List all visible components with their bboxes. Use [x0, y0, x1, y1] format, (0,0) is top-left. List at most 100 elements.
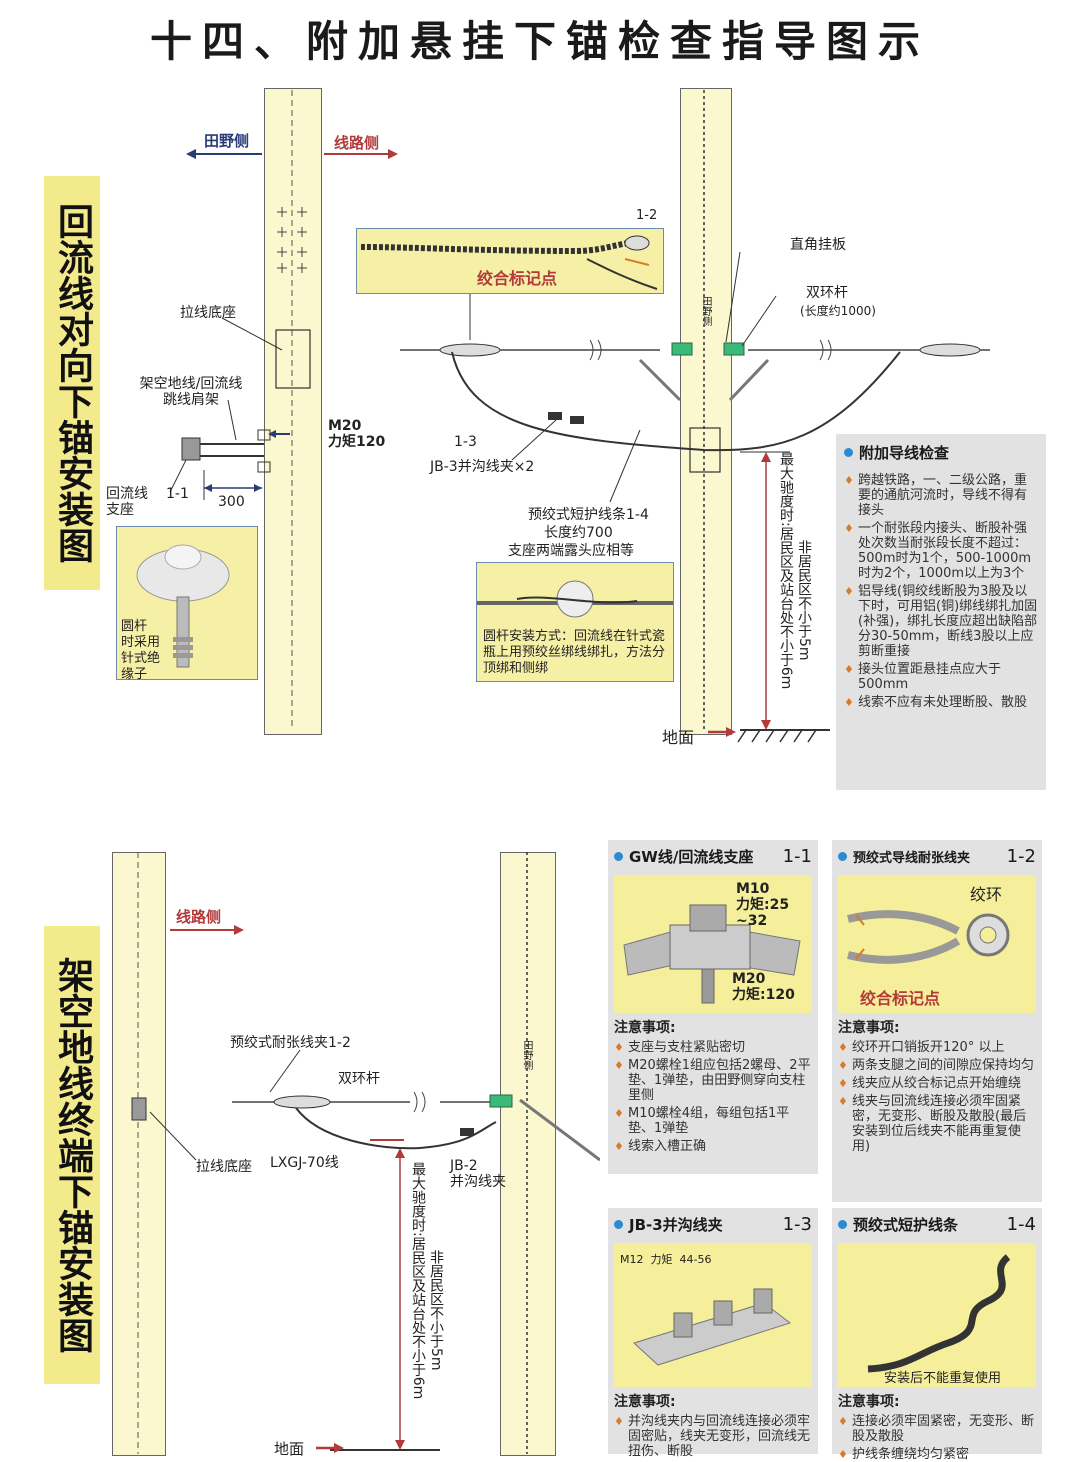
return-support-label: 回流线 支座 [106, 486, 148, 518]
check-item: 接头位置距悬挂点应大于500mm [844, 662, 1038, 692]
double-ring-rod-length: (长度约1000) [800, 304, 876, 318]
preformed-strand-icon [360, 235, 658, 290]
check-panel-header: 附加导线检查 [844, 442, 1038, 463]
guard-rod-length: 长度约700 [544, 525, 613, 541]
return-support-clamp [181, 437, 201, 461]
page-title: 十四、附加悬挂下锚检查指导图示 [149, 17, 930, 66]
section2-jumper [295, 1107, 497, 1150]
note-item: 线夹与回流线连接必须牢固紧密，无变形、断股及散股(最后安装到位后线夹不能再重复使… [838, 1094, 1036, 1154]
panel-guard-rod: 预绞式短护线条 1-4 安装后不能重复使用 注意事项: 连接必须牢固紧密，无变形… [832, 1208, 1042, 1462]
notes-title: 注意事项: [838, 1394, 900, 1410]
check-item: 线索不应有未处理断股、散股 [844, 695, 1038, 710]
section2-sag-label-non-residential: 非居民区不小于5m [428, 1250, 444, 1371]
section2-double-ring-rod-label: 双环杆 [338, 1071, 380, 1087]
section2-ground-label: 地面 [274, 1440, 305, 1458]
panel-header: JB-3并沟线夹 1-3 [614, 1214, 812, 1235]
guy-base-leader [221, 317, 283, 351]
binding-method-inset: 圆杆安装方式：回流线在针式瓷瓶上用预绞丝绑线绑扎，方法分顶绑和侧绑 [476, 562, 674, 682]
note-item: 护线条缠绕均匀紧密 [838, 1447, 1036, 1462]
check-item: 铝导线(铜绞线断股为3股及以下时，可用铝(铜)绑线绑扎加固(补强)，绑扎长度应超… [844, 584, 1038, 659]
bullet-dot-icon [614, 852, 623, 861]
panel-title: 预绞式导线耐张线夹 [853, 851, 971, 866]
panel-number: 1-4 [1006, 1214, 1036, 1235]
m12-torque-label: M12 力矩 44-56 [620, 1253, 712, 1266]
strand-mark-label: 绞合标记点 [860, 989, 941, 1008]
twist-ring-label: 绞环 [970, 885, 1003, 904]
double-ring-rod-label: 双环杆 [806, 285, 848, 301]
right-angle-plate-left [671, 342, 693, 356]
tension-clamp-photo: 绞环 绞合标记点 [838, 875, 1036, 1013]
notes-title: 注意事项: [838, 1020, 900, 1036]
direction-field-side: 田野侧 [204, 132, 250, 150]
binding-method-text: 圆杆安装方式：回流线在针式瓷瓶上用预绞丝绑线绑扎，方法分顶绑和侧绑 [483, 629, 666, 676]
panel-header: GW线/回流线支座 1-1 [614, 846, 812, 867]
insulator-inset-text: 圆杆 时采用 针式绝 缘子 [121, 619, 161, 682]
panel-title: JB-3并沟线夹 [629, 1216, 723, 1234]
no-reuse-label: 安装后不能重复使用 [884, 1371, 1002, 1386]
panel-number: 1-3 [782, 1214, 812, 1235]
bolt-marks [277, 207, 307, 273]
tension-clamp-icon [847, 910, 1010, 964]
bullet-dot-icon [838, 1220, 847, 1229]
right-guy-base [689, 427, 721, 473]
section2-title: 架空地线终端下锚安装图 [44, 926, 100, 1384]
section2-guy-base-label: 拉线底座 [196, 1159, 252, 1175]
left-pole [264, 88, 322, 735]
panel-gw-support: GW线/回流线支座 1-1 M10 力矩:25 ~32 M20 力矩:120 注… [608, 840, 818, 1174]
m10-torque-label: M10 力矩:25 ~32 [736, 881, 790, 929]
section1-drawing [169, 90, 990, 743]
jb3-clamp-photo: M12 力矩 44-56 [614, 1243, 812, 1387]
note-item: 连接必须牢固紧密，无变形、断股及散股 [838, 1414, 1036, 1444]
inset-top-id: 1-2 [636, 208, 658, 223]
panel-tension-clamp: 预绞式导线耐张线夹 1-2 绞环 绞合标记点 注意事项: 绞环开口销扳开120°… [832, 840, 1042, 1202]
section2-direction-line-side: 线路侧 [176, 908, 222, 926]
section2-right-angle-plate [489, 1094, 513, 1108]
section2-left-pole [112, 852, 166, 1456]
panel-header: 预绞式短护线条 1-4 [838, 1214, 1036, 1235]
pin-insulator-binding-icon [477, 580, 673, 618]
note-item: 两条支腿之间的间隙应保持均匀 [838, 1058, 1036, 1073]
bullet-dot-icon [838, 852, 847, 861]
panel-title: GW线/回流线支座 [629, 848, 754, 866]
strand-mark-inset: 绞合标记点 [356, 228, 664, 294]
right-angle-plate-right [723, 342, 745, 356]
jb2-label: JB-2 并沟线夹 [450, 1158, 506, 1190]
panel-number: 1-1 [782, 846, 812, 867]
sag-label-non-residential: 非居民区不小于5m [796, 540, 812, 661]
guard-rod-spiral-icon [867, 1254, 1011, 1373]
sag-label: 最大驰度时:居民区及站台处不小于6m [778, 452, 794, 690]
right-angle-plate-label: 直角挂板 [790, 237, 846, 253]
bullet-dot-icon [844, 448, 853, 457]
tension-clamp-label: 预绞式耐张线夹1-2 [230, 1035, 351, 1051]
section2-guy-base [131, 1097, 147, 1121]
notes-title: 注意事项: [614, 1394, 676, 1410]
strand-mark-label: 绞合标记点 [477, 269, 558, 288]
shoulder-frame-label: 架空地线/回流线跳线肩架 [139, 376, 243, 408]
note-item: M10螺栓4组，每组包括1平垫、1弹垫 [614, 1106, 812, 1136]
m20-torque-label: M20 力矩:120 [732, 971, 795, 1003]
note-item: 支座与支柱紧贴密切 [614, 1040, 812, 1055]
panel-number: 1-2 [1006, 846, 1036, 867]
bolt-torque-label: M20 力矩120 [328, 418, 386, 450]
guard-rod-photo: 安装后不能重复使用 [838, 1243, 1036, 1387]
section1-title: 回流线对向下锚安装图 [44, 176, 100, 590]
return-jumper [451, 351, 901, 452]
insulator-inset: 圆杆 时采用 针式绝 缘子 [116, 526, 258, 682]
jb3-id: 1-3 [454, 434, 477, 450]
gw-support-clamp-icon [623, 904, 801, 1004]
guy-base-plate [275, 329, 311, 389]
check-item: 一个耐张段内接头、断股补强处次数当耐张段长度不超过：500m时为1个，500-1… [844, 521, 1038, 581]
support-id-label: 1-1 [166, 486, 189, 502]
panel-title: 预绞式短护线条 [853, 1216, 959, 1234]
guard-rod-note: 支座两端露头应相等 [508, 543, 634, 559]
panel-jb3-clamp: JB-3并沟线夹 1-3 M12 力矩 44-56 注意事项: 并沟线夹内与回流… [608, 1208, 818, 1459]
check-panel-title: 附加导线检查 [859, 444, 950, 462]
note-item: 绞环开口销扳开120° 以上 [838, 1040, 1036, 1055]
right-pole-side-label: 田野侧 [700, 296, 711, 326]
check-panel: 附加导线检查 跨越铁路，一、二级公路，重要的通航河流时，导线不得有接头 一个耐张… [836, 434, 1046, 790]
section2-pole-side-label: 田野侧 [521, 1040, 532, 1070]
direction-line-side: 线路侧 [334, 134, 380, 152]
check-item: 跨越铁路，一、二级公路，重要的通航河流时，导线不得有接头 [844, 473, 1038, 518]
note-item: 线索入槽正确 [614, 1139, 812, 1154]
section2-sag-label: 最大驰度时:居民区及站台处不小于6m [410, 1162, 426, 1400]
